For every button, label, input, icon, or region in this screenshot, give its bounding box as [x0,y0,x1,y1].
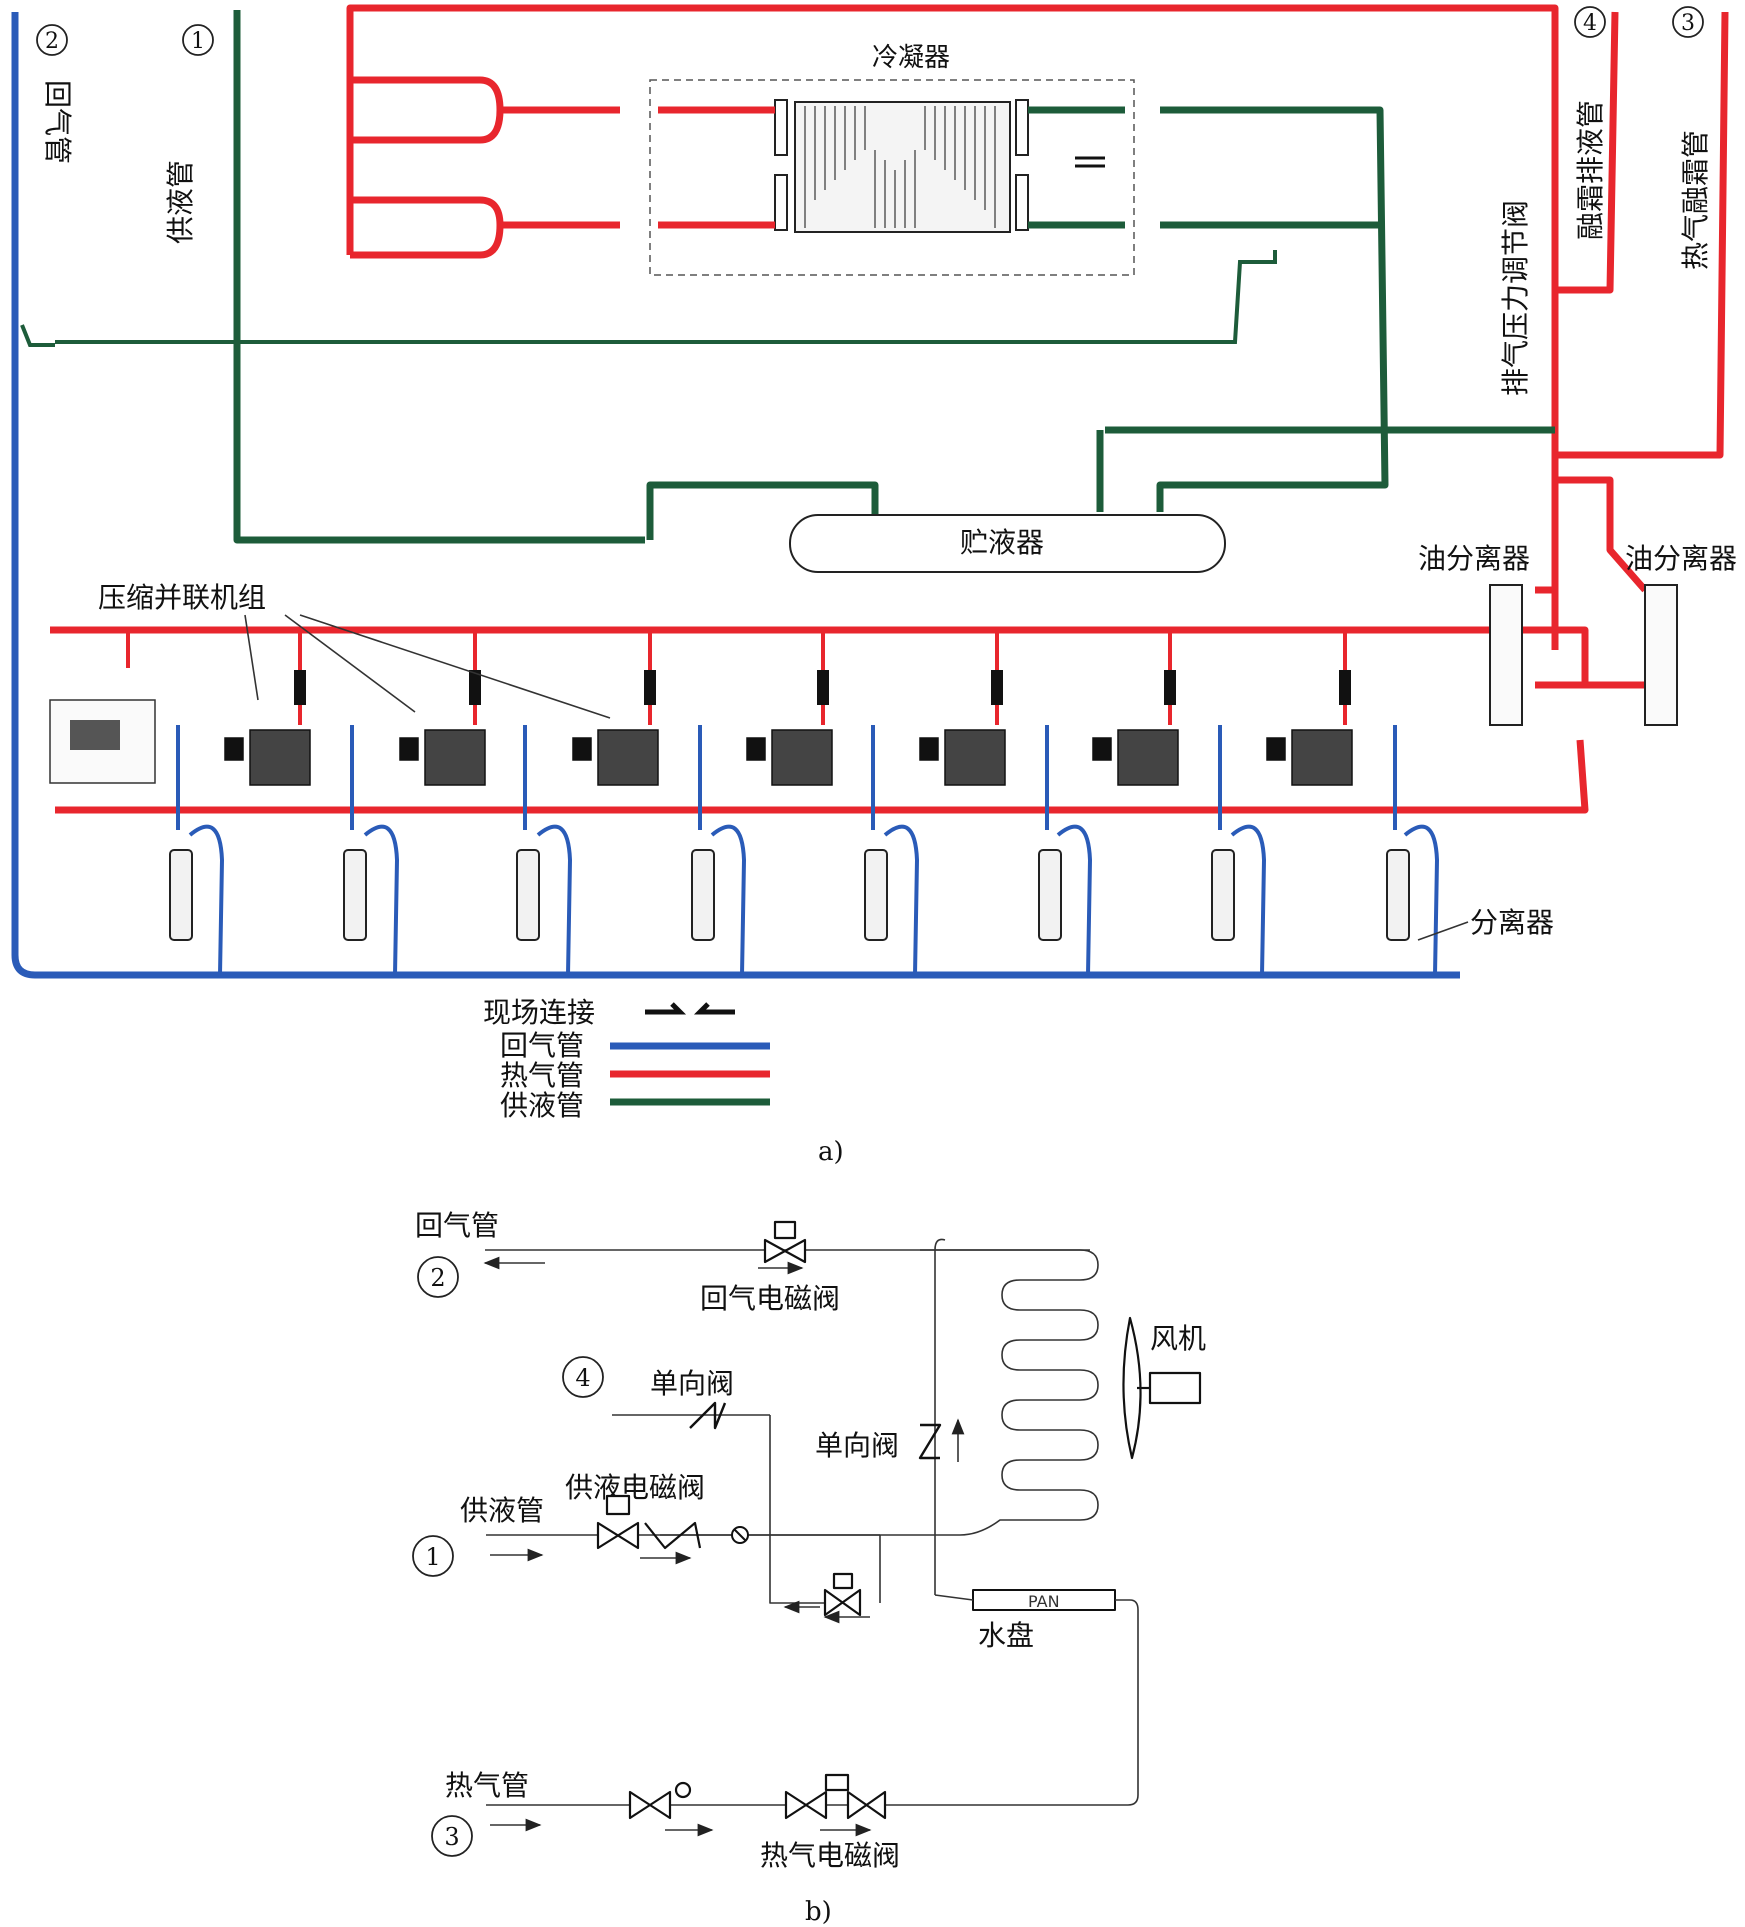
compressor-group-leaders [244,614,611,719]
svg-text:1: 1 [425,1543,440,1571]
condenser-fins [804,106,996,228]
compressor-group-label: 压缩并联机组 [98,581,266,614]
liquid-thin-lines [20,250,1277,347]
supply-solenoid-valve-icon [596,1494,702,1550]
supply-pipe-label-b: 供液管 [460,1494,544,1527]
svg-text:3: 3 [444,1823,459,1851]
oil-separator-right-body [1644,584,1678,726]
marker-1-b: 1 [412,1535,454,1577]
hot-pipe-label-b: 热气管 [445,1769,529,1802]
discharge-filters [294,670,1351,705]
caption-b: b) [805,1897,832,1927]
hot-gas-drops [126,632,1347,725]
legend-field-connection: 现场连接 [483,996,595,1029]
supply-valve-label: 供液电磁阀 [565,1471,705,1504]
receiver-tank [789,514,1226,573]
hot-solenoid-valve-icon [784,1773,887,1820]
condenser-box [649,79,1135,276]
hot-check-valve-icon [628,1781,692,1820]
legend-hot-gas: 热气管 [500,1059,584,1092]
fan-label: 风机 [1150,1322,1206,1355]
return-solenoid-valve-icon [763,1220,807,1264]
sight-glass-icon [731,1526,749,1544]
check-valve-top-icon [689,1401,727,1430]
oil-separator-right-label: 油分离器 [1625,542,1737,575]
marker-4-b: 4 [562,1356,604,1398]
oil-separator-left-body [1489,584,1523,726]
marker-1-a: 1 [182,24,214,56]
liquid-lines [233,10,1555,570]
svg-text:2: 2 [430,1264,445,1292]
part-a-diagram: 冷凝器 [11,4,1737,1167]
check-valve-top-label: 单向阀 [650,1367,734,1400]
svg-text:4: 4 [1583,11,1597,36]
svg-text:1: 1 [191,29,205,54]
field-connection-icon [645,1002,735,1015]
marker-2-b: 2 [417,1256,459,1298]
return-pipe-label-b: 回气管 [415,1209,499,1242]
condenser-label: 冷凝器 [872,43,950,73]
oil-separator-left-label: 油分离器 [1418,542,1530,575]
marker-2-a: 2 [36,24,68,56]
hot-gas-lines [50,4,1729,814]
svg-text:2: 2 [45,29,59,54]
fan-icon [1122,1316,1202,1460]
receiver-label: 贮液器 [960,526,1044,559]
legend-return-gas: 回气管 [500,1029,584,1062]
hot-valve-label: 热气电磁阀 [760,1839,900,1872]
hot-defrost-label: 热气融霜管 [1679,130,1712,270]
bypass-valve-icon [823,1572,862,1617]
svg-text:3: 3 [1681,11,1695,36]
return-gas-lines [11,12,1460,979]
return-gas-risers [176,725,1440,976]
marker-4-a: 4 [1574,6,1606,38]
check-valve-mid-label: 单向阀 [815,1429,899,1462]
caption-a: a) [818,1137,844,1167]
water-pan-label: 水盘 [978,1619,1034,1652]
part-b-diagram: 回气管 2 回气电磁阀 风机 单向阀 4 [412,1209,1206,1927]
suction-separators [169,849,1410,941]
supply-pipe-label-a: 供液管 [164,160,197,244]
evaporator-coil [660,1249,1099,1536]
legend-liquid: 供液管 [500,1089,584,1122]
check-valve-mid-icon [918,1423,942,1460]
return-pipe-label-a: 回气管 [41,80,74,164]
compressors [224,729,1353,786]
marker-3-a: 3 [1672,6,1704,38]
pan-tag: PAN [1028,1592,1060,1611]
return-valve-label: 回气电磁阀 [700,1282,840,1315]
marker-3-b: 3 [431,1815,473,1857]
separator-label: 分离器 [1470,906,1554,939]
defrost-drain-label: 融霜排液管 [1574,100,1607,240]
condenser-core [794,101,1011,233]
discharge-valve-label: 排气压力调节阀 [1499,200,1532,396]
svg-text:4: 4 [575,1364,590,1392]
